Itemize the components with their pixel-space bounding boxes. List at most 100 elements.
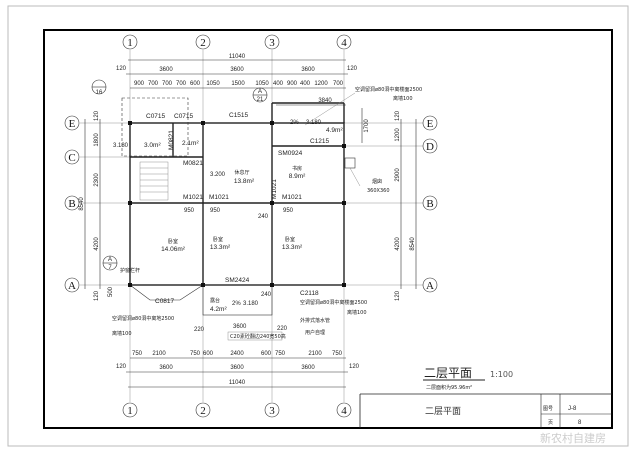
dimensions-top: 11040 120 3600 3600 3600 120 900 700 700… bbox=[116, 54, 358, 106]
opening-labels: C0715 C0715 C1515 C1215 M0821 M0821 SM09… bbox=[146, 112, 330, 305]
svg-text:A: A bbox=[426, 280, 434, 292]
svg-text:用户自理: 用户自理 bbox=[305, 329, 325, 336]
svg-text:1: 1 bbox=[127, 37, 133, 49]
svg-text:16: 16 bbox=[96, 90, 103, 96]
terrace-outline bbox=[202, 284, 273, 316]
svg-text:E: E bbox=[427, 118, 434, 130]
svg-text:SM2424: SM2424 bbox=[225, 277, 250, 284]
svg-text:A: A bbox=[108, 257, 112, 263]
svg-text:3.200: 3.200 bbox=[210, 172, 226, 178]
columns bbox=[128, 121, 346, 287]
outer-sheet-border bbox=[7, 5, 629, 447]
svg-text:外排式落水管: 外排式落水管 bbox=[300, 317, 330, 324]
svg-text:4.9m²: 4.9m² bbox=[326, 127, 343, 134]
svg-text:14.06m²: 14.06m² bbox=[161, 246, 186, 253]
svg-text:400: 400 bbox=[300, 81, 311, 87]
svg-text:露台: 露台 bbox=[210, 297, 220, 304]
svg-text:120: 120 bbox=[395, 290, 401, 301]
svg-text:1500: 1500 bbox=[231, 81, 245, 87]
svg-text:220: 220 bbox=[194, 327, 205, 333]
level-marks: 3.180 3.200 3.180 3.180 bbox=[113, 120, 322, 307]
roof-dashed-outline bbox=[121, 97, 189, 157]
svg-text:750: 750 bbox=[332, 351, 343, 357]
svg-text:13.8m²: 13.8m² bbox=[234, 178, 255, 185]
svg-text:120: 120 bbox=[395, 110, 401, 121]
svg-text:3600: 3600 bbox=[301, 67, 315, 73]
svg-text:C2118: C2118 bbox=[300, 290, 319, 297]
axis-grid bbox=[80, 50, 423, 402]
axis-bubbles-left: E C B A bbox=[64, 115, 80, 293]
svg-text:600: 600 bbox=[261, 351, 272, 357]
svg-text:950: 950 bbox=[283, 208, 294, 214]
svg-text:13.3m²: 13.3m² bbox=[210, 244, 231, 251]
staircase bbox=[139, 161, 169, 201]
svg-text:卧室: 卧室 bbox=[168, 238, 178, 245]
svg-text:3840: 3840 bbox=[318, 98, 332, 104]
svg-text:1800: 1800 bbox=[94, 133, 100, 147]
svg-text:3.180: 3.180 bbox=[243, 301, 259, 307]
svg-text:空调留洞ø80洞中离楼面2500: 空调留洞ø80洞中离楼面2500 bbox=[300, 299, 367, 306]
svg-text:A: A bbox=[258, 89, 262, 95]
svg-text:C0715: C0715 bbox=[146, 113, 166, 120]
svg-text:3600: 3600 bbox=[230, 67, 244, 73]
svg-text:120: 120 bbox=[347, 66, 358, 72]
svg-text:750: 750 bbox=[132, 351, 143, 357]
svg-text:卧室: 卧室 bbox=[285, 236, 295, 243]
svg-text:离墙100: 离墙100 bbox=[393, 95, 413, 102]
svg-text:700: 700 bbox=[148, 81, 159, 87]
svg-text:1700: 1700 bbox=[364, 119, 370, 133]
svg-text:卧室: 卧室 bbox=[213, 236, 223, 243]
svg-text:4: 4 bbox=[341, 405, 347, 417]
drawing-title: 二层平面 1:100 二层面积为95.96m² bbox=[423, 366, 513, 391]
flue-box bbox=[344, 157, 356, 169]
svg-text:M0821: M0821 bbox=[168, 130, 175, 150]
svg-text:D: D bbox=[426, 141, 434, 153]
svg-text:4.2m²: 4.2m² bbox=[210, 306, 227, 313]
svg-text:烟囱: 烟囱 bbox=[372, 178, 382, 185]
svg-text:C1515: C1515 bbox=[229, 112, 249, 119]
svg-text:8540: 8540 bbox=[79, 197, 85, 211]
svg-text:2.1m²: 2.1m² bbox=[182, 140, 199, 147]
svg-text:2300: 2300 bbox=[94, 173, 100, 187]
svg-text:600: 600 bbox=[203, 351, 214, 357]
svg-text:1200: 1200 bbox=[395, 128, 401, 142]
axis-bubbles-right: E D B A bbox=[422, 115, 438, 293]
svg-text:3600: 3600 bbox=[233, 324, 247, 330]
svg-text:700: 700 bbox=[162, 81, 173, 87]
svg-text:2: 2 bbox=[200, 37, 206, 49]
svg-text:SM0924: SM0924 bbox=[278, 150, 303, 157]
svg-text:8: 8 bbox=[578, 420, 582, 426]
svg-text:离墙100: 离墙100 bbox=[112, 330, 132, 337]
svg-text:2%: 2% bbox=[232, 301, 241, 307]
axis-bubbles-top: 1 2 3 4 bbox=[122, 34, 352, 50]
svg-text:120: 120 bbox=[116, 66, 127, 72]
watermark: 新农村自建房 bbox=[540, 431, 606, 445]
svg-text:11040: 11040 bbox=[229, 380, 246, 386]
svg-text:M1021: M1021 bbox=[183, 194, 203, 201]
svg-text:3600: 3600 bbox=[159, 365, 173, 371]
svg-text:M0821: M0821 bbox=[183, 160, 203, 167]
svg-text:2100: 2100 bbox=[308, 351, 322, 357]
svg-text:900: 900 bbox=[287, 81, 298, 87]
svg-text:A: A bbox=[68, 280, 76, 292]
svg-text:4200: 4200 bbox=[395, 237, 401, 251]
axis-bubbles-bottom: 1 2 3 4 bbox=[122, 402, 352, 418]
drawing-frame bbox=[43, 29, 613, 429]
svg-text:900: 900 bbox=[134, 81, 145, 87]
svg-text:休息厅: 休息厅 bbox=[234, 169, 249, 176]
svg-text:1050: 1050 bbox=[255, 81, 269, 87]
svg-text:C: C bbox=[68, 152, 75, 164]
svg-text:3: 3 bbox=[269, 37, 275, 49]
svg-text:M1021: M1021 bbox=[209, 194, 229, 201]
svg-text:图号: 图号 bbox=[543, 406, 553, 412]
dimensions-left: 8540 120 1800 2300 4200 120 500 bbox=[79, 110, 114, 301]
svg-text:1200: 1200 bbox=[314, 81, 328, 87]
svg-text:8.9m²: 8.9m² bbox=[289, 173, 306, 180]
svg-text:120: 120 bbox=[94, 110, 100, 121]
svg-text:240: 240 bbox=[261, 292, 272, 298]
svg-text:M1021: M1021 bbox=[282, 194, 302, 201]
svg-text:页: 页 bbox=[548, 420, 553, 426]
svg-text:13.3m²: 13.3m² bbox=[282, 244, 303, 251]
svg-text:离墙100: 离墙100 bbox=[347, 309, 367, 316]
